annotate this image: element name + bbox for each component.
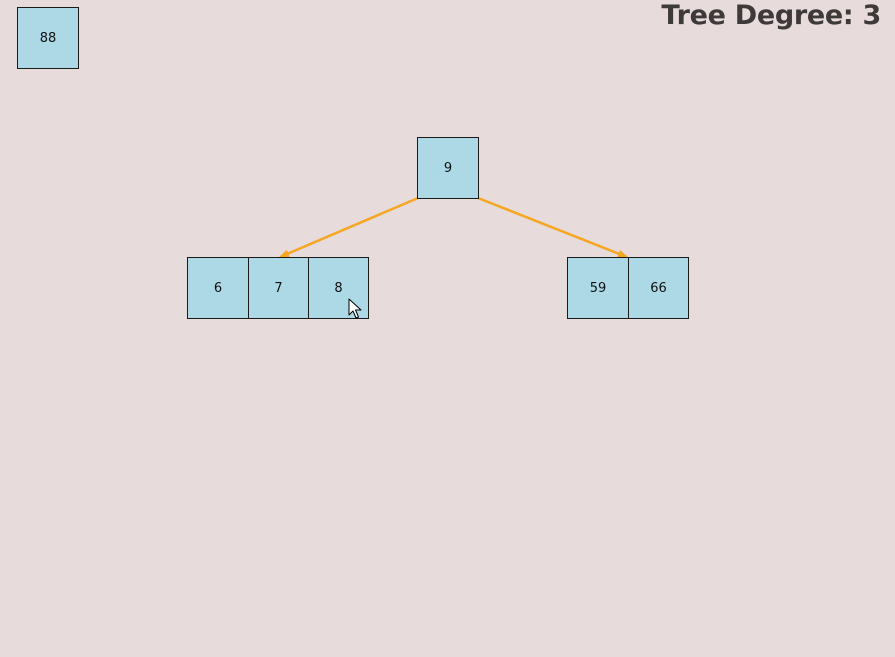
left-child-key-2[interactable]: 7 xyxy=(248,258,308,318)
tree-degree-label: Tree Degree: 3 xyxy=(661,0,881,31)
left-child-key-3[interactable]: 8 xyxy=(308,258,368,318)
pending-node-key[interactable]: 88 xyxy=(18,8,78,68)
root-node[interactable]: 9 xyxy=(417,137,479,199)
right-child-key-2[interactable]: 66 xyxy=(628,258,688,318)
left-child-node[interactable]: 6 7 8 xyxy=(187,257,369,319)
edge-root-to-right-child xyxy=(477,196,628,259)
left-child-key-1[interactable]: 6 xyxy=(188,258,248,318)
right-child-node[interactable]: 59 66 xyxy=(567,257,689,319)
root-key[interactable]: 9 xyxy=(418,138,478,198)
edge-root-to-left-child xyxy=(279,196,419,259)
right-child-key-1[interactable]: 59 xyxy=(568,258,628,318)
pending-node[interactable]: 88 xyxy=(17,7,79,69)
